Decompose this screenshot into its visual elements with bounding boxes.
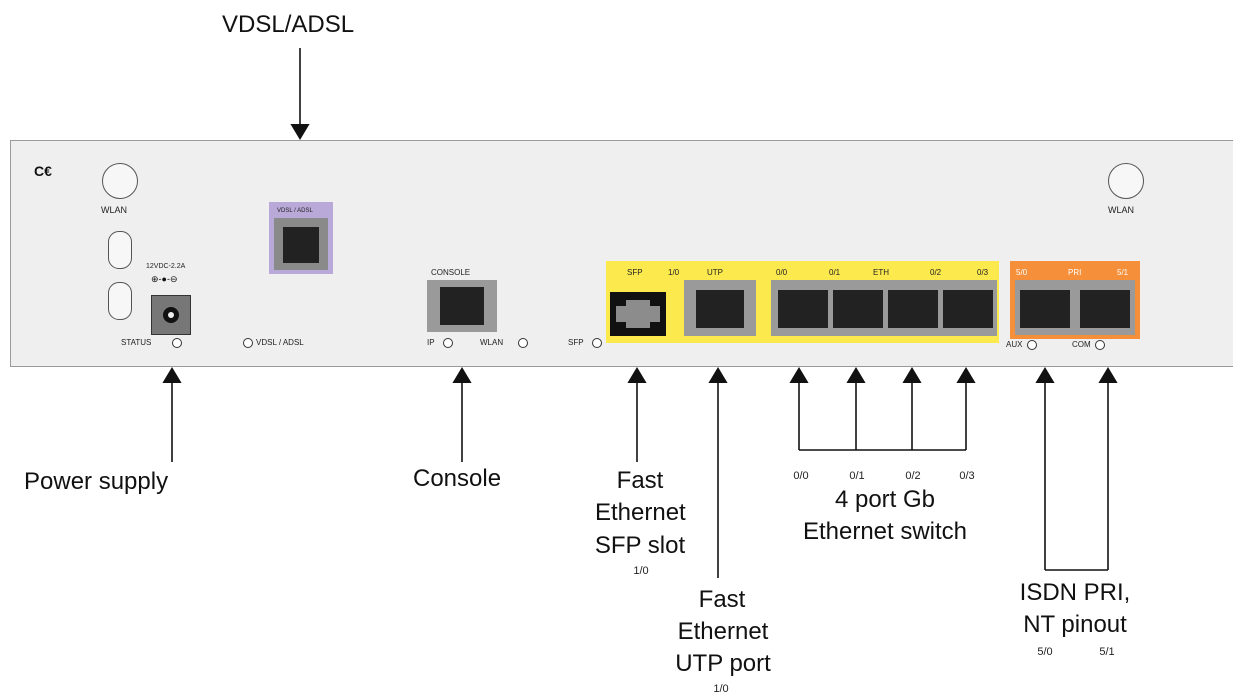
switch-port-number-1: 0/1 [849, 470, 865, 482]
oval-button-bottom[interactable] [108, 282, 132, 320]
vdsl-rj11-port[interactable] [283, 227, 319, 263]
console-port-label: CONSOLE [431, 268, 471, 277]
status-label: STATUS [121, 338, 152, 347]
com-led-icon [1095, 340, 1105, 350]
vdsl-callout: VDSL/ADSL [222, 11, 355, 38]
isdn-callout-line2: NT pinout [1023, 611, 1127, 638]
wlan-led-label: WLAN [480, 338, 504, 347]
fe-sfp-callout-line2: Ethernet [595, 499, 686, 526]
switch-port-0-2[interactable] [888, 290, 938, 328]
pri-port-label-1: 5/1 [1117, 268, 1129, 277]
sfp-slot[interactable] [610, 292, 666, 336]
switch-callout-line1: 4 port Gb [834, 486, 936, 513]
wlan-led-icon [518, 338, 528, 348]
aux-led-icon [1027, 340, 1037, 350]
fe-utp-callout-line2: Ethernet [677, 618, 769, 645]
sfp-num-label: 1/0 [668, 268, 680, 277]
vdsl-led-label: VDSL / ADSL [256, 338, 304, 347]
wlan-right-label: WLAN [1108, 205, 1135, 215]
eth-port-label-2: 0/2 [930, 268, 942, 277]
fast-ethernet-utp-port[interactable] [696, 290, 744, 328]
switch-port-number-2: 0/2 [905, 470, 921, 482]
pri-panel-label: PRI [1068, 268, 1082, 277]
eth-port-label-3: 0/3 [977, 268, 989, 277]
eth-port-label-1: 0/1 [829, 268, 841, 277]
switch-port-0-0[interactable] [778, 290, 828, 328]
ce-mark: C€ [34, 163, 52, 179]
fe-sfp-port-number: 1/0 [633, 565, 649, 577]
power-rating-label: 12VDC-2.2A [146, 263, 186, 270]
switch-port-number-0: 0/0 [793, 470, 809, 482]
aux-led-label: AUX [1006, 340, 1023, 349]
fe-utp-callout-line1: Fast [698, 586, 746, 613]
eth-panel-label: ETH [873, 268, 889, 277]
oval-button-top[interactable] [108, 231, 132, 269]
wlan-left-label: WLAN [101, 205, 128, 215]
pri-port-5-0[interactable] [1020, 290, 1070, 328]
power-jack[interactable] [151, 295, 191, 335]
power-callout: Power supply [24, 468, 169, 495]
isdn-port-number-0: 5/0 [1037, 646, 1053, 658]
console-callout: Console [413, 465, 502, 492]
console-port[interactable] [440, 287, 484, 325]
com-led-label: COM [1072, 340, 1091, 349]
switch-port-0-1[interactable] [833, 290, 883, 328]
switch-port-number-3: 0/3 [959, 470, 975, 482]
polarity-icon: ⊕-●-⊖ [151, 274, 178, 284]
status-led-icon [172, 338, 182, 348]
ip-led-icon [443, 338, 453, 348]
sfp-led-label: SFP [568, 338, 584, 347]
pri-port-label-0: 5/0 [1016, 268, 1028, 277]
switch-callout-line2: Ethernet switch [802, 518, 968, 545]
switch-port-0-3[interactable] [943, 290, 993, 328]
sfp-led-icon [592, 338, 602, 348]
fe-utp-callout-line3: UTP port [675, 650, 771, 677]
sfp-panel-label: SFP [627, 268, 643, 277]
vdsl-port-label: VDSL / ADSL [277, 208, 313, 214]
wlan-antenna-left [102, 163, 138, 199]
isdn-port-number-1: 5/1 [1099, 646, 1115, 658]
eth-port-label-0: 0/0 [776, 268, 788, 277]
pri-port-5-1[interactable] [1080, 290, 1130, 328]
utp-panel-label: UTP [707, 268, 723, 277]
fe-utp-port-number: 1/0 [713, 683, 729, 695]
fe-sfp-callout-line1: Fast [616, 467, 664, 494]
wlan-antenna-right [1108, 163, 1144, 199]
isdn-callout-line1: ISDN PRI, [1019, 579, 1131, 606]
vdsl-led-icon [243, 338, 253, 348]
ip-led-label: IP [427, 338, 435, 347]
fe-sfp-callout-line3: SFP slot [594, 532, 686, 559]
